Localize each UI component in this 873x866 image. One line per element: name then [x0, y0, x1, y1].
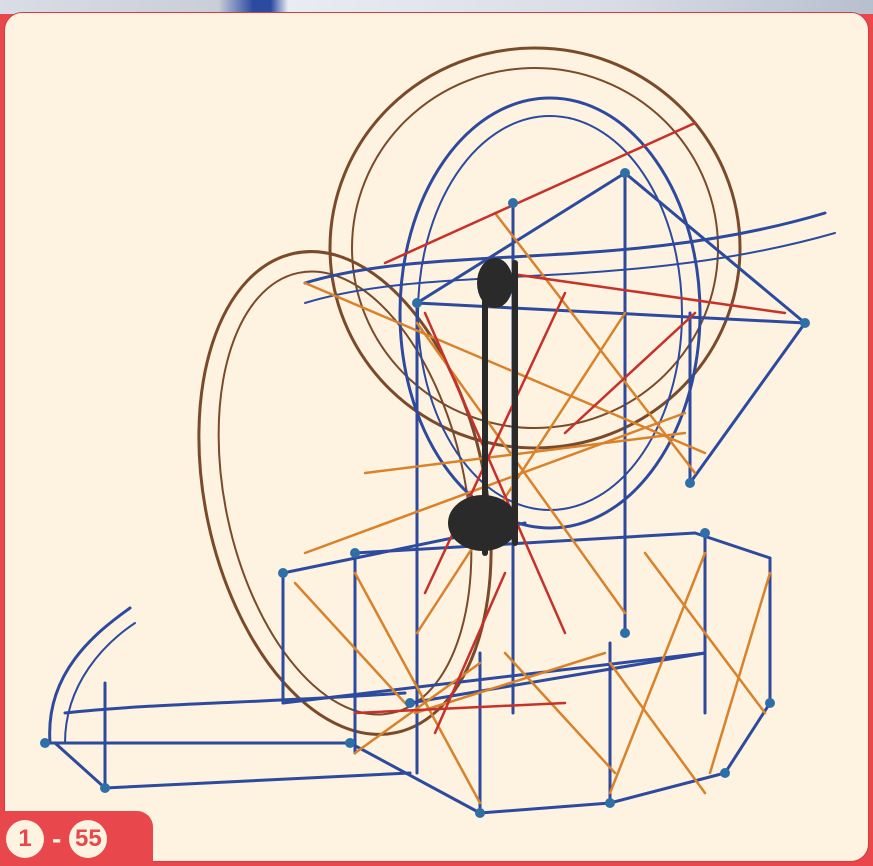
step-end-number: 55: [69, 819, 108, 858]
step-separator: -: [52, 822, 62, 854]
instruction-panel: [4, 12, 869, 862]
step-range-badge: 1 - 55: [0, 811, 153, 866]
top-banner-strip: [0, 0, 873, 14]
roller-coaster-model-icon: [40, 46, 836, 818]
step-start-number: 1: [6, 819, 44, 858]
